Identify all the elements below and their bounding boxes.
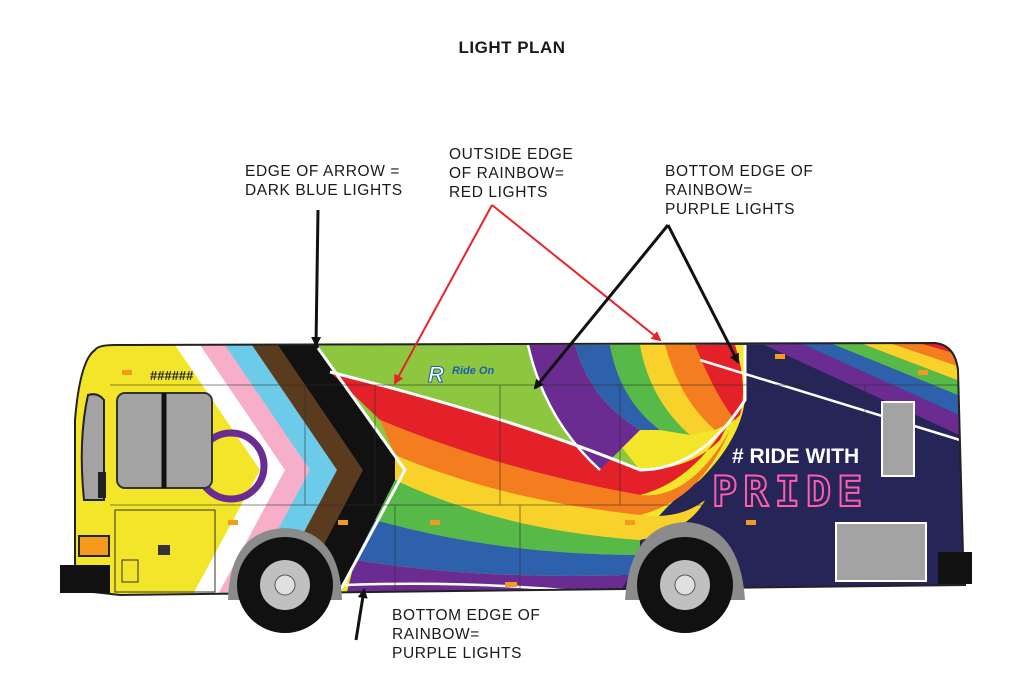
engine-panel: [835, 522, 927, 582]
ride-on-logo: R Ride On: [428, 362, 495, 388]
pointer-red-2: [491, 204, 662, 342]
callout-rainbow-bottom-top: BOTTOM EDGE OF RAINBOW= PURPLE LIGHTS: [665, 162, 813, 219]
rear-bumper: [938, 552, 972, 584]
callout-line: OUTSIDE EDGE: [449, 146, 574, 163]
pointer-red-1: [394, 204, 493, 385]
callout-line: OF RAINBOW=: [449, 165, 565, 182]
diagram-title: LIGHT PLAN: [458, 38, 566, 57]
callout-line: RAINBOW=: [665, 182, 753, 199]
callout-line: BOTTOM EDGE OF: [392, 607, 541, 624]
front-wheel: [228, 528, 342, 633]
callout-line: RAINBOW=: [392, 626, 480, 643]
front-bumper: [60, 565, 110, 593]
callout-pointers: [311, 204, 740, 641]
callout-line: BOTTOM EDGE OF: [665, 163, 814, 180]
callout-rainbow-bottom-lower: BOTTOM EDGE OF RAINBOW= PURPLE LIGHTS: [392, 606, 540, 663]
callout-rainbow-outside: OUTSIDE EDGE OF RAINBOW= RED LIGHTS: [449, 145, 573, 202]
pointer-arrow-edge: [311, 209, 322, 347]
pointer-purple-2: [666, 224, 740, 364]
rear-window: [881, 401, 915, 477]
svg-text:R: R: [428, 362, 444, 387]
callout-line: DARK BLUE LIGHTS: [245, 182, 403, 199]
rainbow-diagonal: [760, 343, 965, 440]
rainbow-swoosh: [330, 372, 740, 595]
bus-outline: [74, 341, 967, 597]
pointer-purple-1: [533, 224, 670, 390]
logo-text: Ride On: [452, 365, 494, 377]
bus-number: ######: [150, 368, 194, 383]
callout-line: RED LIGHTS: [449, 184, 549, 201]
headlight: [78, 535, 110, 557]
callout-line: PURPLE LIGHTS: [665, 201, 796, 218]
rear-wheel: [625, 522, 745, 633]
callout-arrow-edge: EDGE OF ARROW = DARK BLUE LIGHTS: [245, 162, 403, 200]
callout-line: EDGE OF ARROW =: [245, 163, 400, 180]
callout-line: PURPLE LIGHTS: [392, 645, 523, 662]
pointer-purple-lower: [354, 588, 368, 641]
slogan-ride-with: # RIDE WITH: [732, 445, 859, 468]
slogan-pride: PRIDE: [712, 467, 868, 516]
